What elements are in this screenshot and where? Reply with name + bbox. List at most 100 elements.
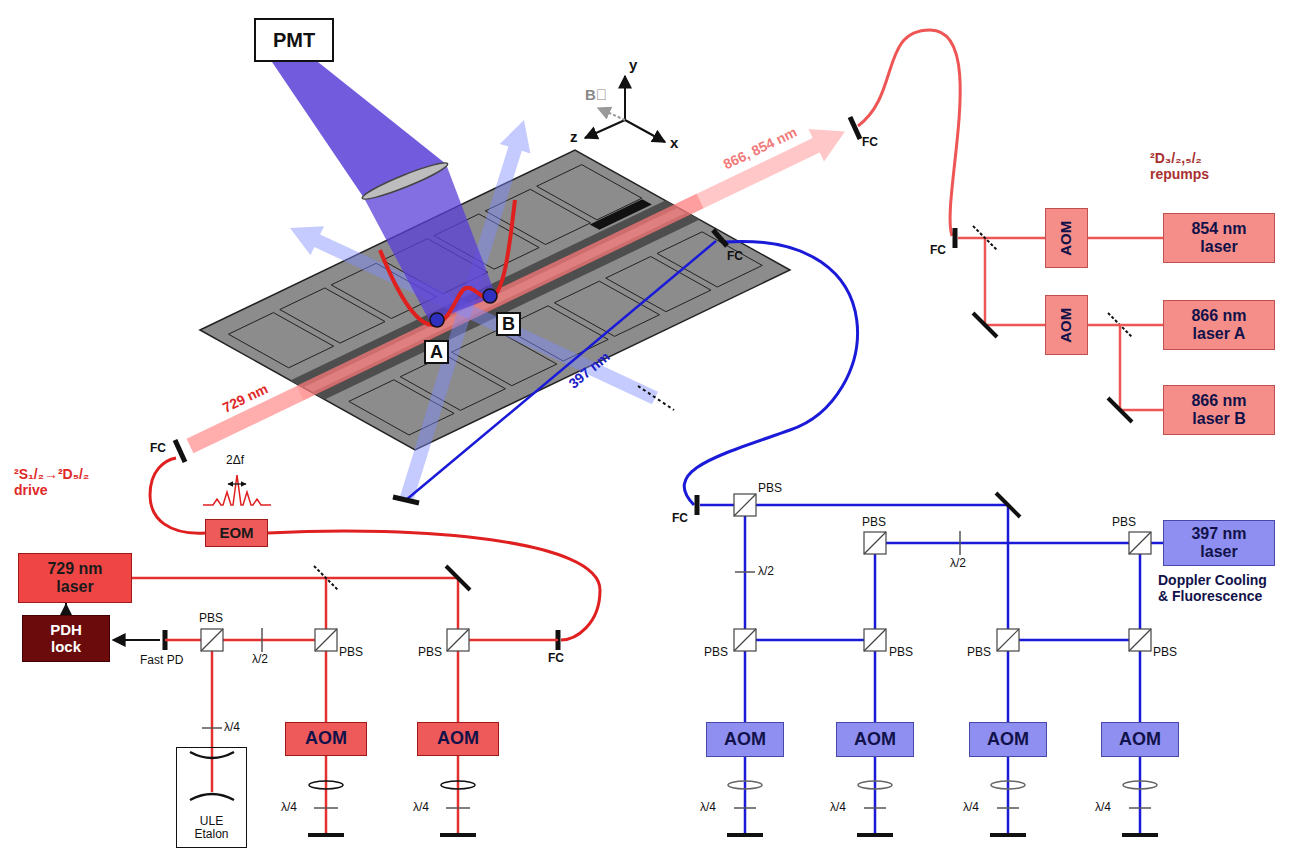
- node-text: AOM: [1119, 730, 1161, 750]
- connector: [1088, 324, 1163, 327]
- node-text: AOM: [1058, 221, 1075, 256]
- pbs-cube: [864, 532, 886, 554]
- pbs-cube: [734, 494, 1151, 651]
- laser-source: 866 nm laser B: [1163, 385, 1275, 435]
- axis-label: x: [670, 134, 678, 151]
- optics: [959, 531, 961, 555]
- aom-box: AOM: [1045, 208, 1088, 268]
- optics: [446, 566, 470, 590]
- node-text: AOM: [437, 729, 479, 749]
- fiber: [684, 241, 857, 505]
- optics: [990, 833, 1026, 837]
- node-text: 854 nm laser: [1178, 220, 1260, 255]
- laser-source: 866 nm laser A: [1163, 300, 1275, 350]
- coupler-label: FC: [727, 250, 743, 264]
- pbs-cube: [1129, 629, 1151, 651]
- eom-spectrum: [203, 475, 271, 505]
- signal-arrow: [113, 639, 160, 641]
- optics: [190, 794, 234, 800]
- optics: [314, 807, 338, 809]
- optics: [1122, 833, 1158, 837]
- pbs-cube: [997, 629, 1019, 651]
- eom-spectrum: [203, 475, 271, 505]
- optics: [190, 752, 234, 758]
- optics: [857, 833, 893, 837]
- etalon-cavity: ULE Etalon: [176, 747, 247, 848]
- pbs-cube: [734, 494, 756, 516]
- electrode-pad: [606, 257, 711, 312]
- coupler-label: FC: [862, 136, 878, 150]
- red-beam-path: [458, 639, 558, 642]
- node-text: 397 nm laser: [1178, 525, 1260, 560]
- optics: [973, 313, 997, 337]
- pmt-detector: PMT: [254, 18, 334, 62]
- pbs-cube: [864, 629, 886, 651]
- coupler-label: FC: [672, 512, 688, 526]
- axis-label: y: [629, 56, 637, 73]
- laser-source: 854 nm laser: [1163, 213, 1275, 263]
- blue-beam-path: [700, 505, 1008, 835]
- blue-beam-line: [406, 241, 716, 500]
- fiber-coupler: [850, 117, 860, 139]
- optics: [734, 807, 756, 809]
- optics: [441, 781, 475, 789]
- red-beam-path: [132, 578, 458, 835]
- eom-modulator: EOM: [205, 519, 268, 547]
- beam-splitter: [638, 386, 674, 410]
- optics: [864, 807, 886, 809]
- blue-beam-path: [1008, 639, 1140, 642]
- node-text: 866 nm laser B: [1178, 392, 1260, 427]
- optics: [446, 807, 470, 809]
- trap-chip: [312, 212, 700, 399]
- blue-beam-path: [1139, 543, 1142, 835]
- blue-beam-path: [745, 639, 875, 642]
- fiber-coupler: [695, 495, 700, 515]
- axis-label: B⃗: [585, 86, 607, 103]
- pbs-cube: [1129, 532, 1151, 554]
- fluorescence-cone: [272, 62, 496, 322]
- component-label: λ/4: [700, 801, 716, 815]
- node-text: 729 nm laser: [34, 560, 116, 595]
- optics: [1123, 781, 1157, 789]
- component-label: 2Δf: [226, 454, 244, 468]
- optics: [440, 833, 476, 837]
- electrode-pad: [280, 288, 385, 343]
- axes: [625, 120, 665, 142]
- red-beam-path: [165, 639, 326, 642]
- axes: [624, 76, 626, 120]
- imaging-lens: [360, 158, 450, 204]
- component-label: λ/4: [281, 801, 297, 815]
- pbs-cube: [864, 629, 886, 651]
- aom-box: AOM: [706, 722, 784, 757]
- ion-label: A: [424, 340, 449, 364]
- component-label: λ/4: [1095, 801, 1111, 815]
- fiber-coupler: [175, 440, 185, 462]
- component-label: PBS: [418, 646, 442, 660]
- pbs-cube: [315, 629, 337, 651]
- blue-beam-line: [393, 497, 419, 503]
- axis-label: z: [570, 128, 578, 145]
- red-beam-path: [211, 640, 214, 792]
- aom-box: AOM: [1045, 295, 1088, 355]
- node-text: AOM: [1058, 308, 1075, 343]
- optics: [973, 226, 997, 250]
- node-text: ULE Etalon: [187, 815, 237, 841]
- optics: [1129, 807, 1151, 809]
- component-label: λ/2: [252, 653, 268, 667]
- electrode-pad: [554, 281, 659, 336]
- node-text: 866 nm laser A: [1178, 307, 1260, 342]
- repump-beam-path: [1120, 325, 1163, 410]
- pbs-cube: [1129, 629, 1151, 651]
- optics: [996, 493, 1020, 517]
- optics: [261, 628, 263, 652]
- component-label: PBS: [339, 646, 363, 660]
- optics: [314, 566, 338, 590]
- electrode-pad: [228, 313, 333, 368]
- node-text: PDH lock: [35, 622, 97, 655]
- optics: [991, 781, 1025, 789]
- component-label: PBS: [704, 646, 728, 660]
- aom-box: AOM: [285, 722, 367, 756]
- optics: [727, 493, 1158, 835]
- pbs-cube: [315, 629, 337, 651]
- blue-beam-path: [744, 505, 747, 835]
